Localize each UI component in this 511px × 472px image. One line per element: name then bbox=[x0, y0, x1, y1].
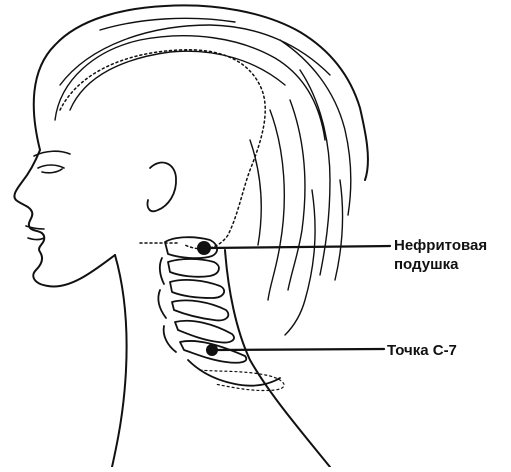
jade-pillow-label: Нефритовая подушка bbox=[394, 236, 487, 274]
c7-point-label: Точка C-7 bbox=[387, 341, 457, 360]
neck-back bbox=[225, 250, 330, 467]
jade-pillow-label-line-2: подушка bbox=[394, 255, 487, 274]
shoulder-dotted-outline bbox=[200, 370, 284, 391]
face-profile bbox=[14, 150, 115, 287]
eye bbox=[38, 165, 64, 173]
c7-leader-line bbox=[216, 349, 384, 350]
jade-pillow-leader-line bbox=[208, 246, 390, 248]
neck-front bbox=[112, 255, 127, 467]
c7-point-label-line-1: Точка C-7 bbox=[387, 341, 457, 360]
ear bbox=[147, 163, 176, 212]
jade-pillow-label-line-1: Нефритовая bbox=[394, 236, 487, 255]
hair-strands bbox=[55, 18, 351, 335]
cervical-vertebrae bbox=[158, 237, 280, 385]
hair-outline bbox=[34, 5, 368, 180]
skull-dotted-outline bbox=[60, 50, 265, 249]
